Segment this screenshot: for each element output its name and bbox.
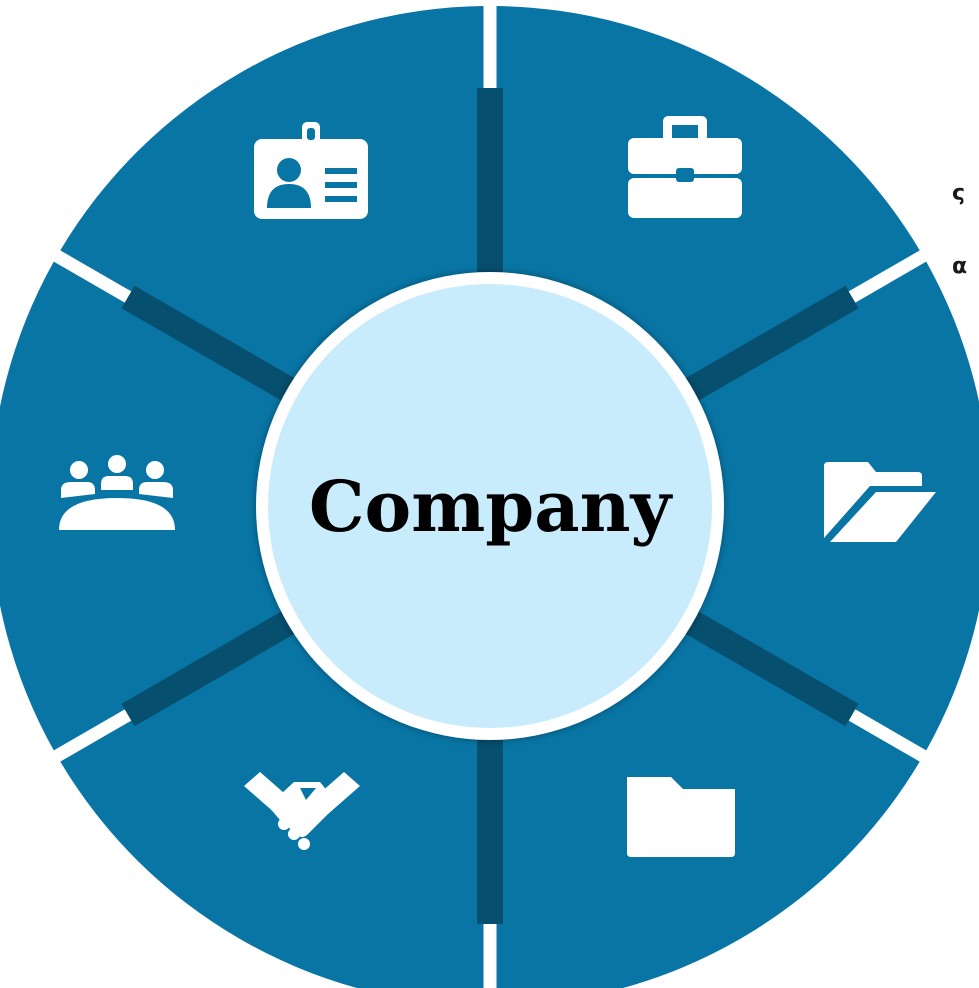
center-label: Company xyxy=(309,465,674,548)
folder-icon xyxy=(627,777,735,857)
clipped-text-line-2: α xyxy=(952,254,968,279)
segment-right xyxy=(597,261,979,751)
segment-left xyxy=(0,261,383,751)
open-folder-icon xyxy=(824,462,936,542)
meeting-group-icon xyxy=(59,455,175,530)
spoke-upper-left xyxy=(121,285,302,405)
id-card-icon xyxy=(254,122,368,219)
handshake-icon xyxy=(244,772,360,850)
spoke-upper-right xyxy=(678,285,859,405)
connector-spokes xyxy=(121,88,859,924)
spoke-lower-right xyxy=(678,607,859,727)
clipped-text-line-1: ς xyxy=(952,181,966,206)
center-circle xyxy=(268,284,712,728)
center-hub: Company xyxy=(256,272,724,740)
spoke-lower-left xyxy=(121,607,302,727)
briefcase-icon xyxy=(628,116,742,218)
